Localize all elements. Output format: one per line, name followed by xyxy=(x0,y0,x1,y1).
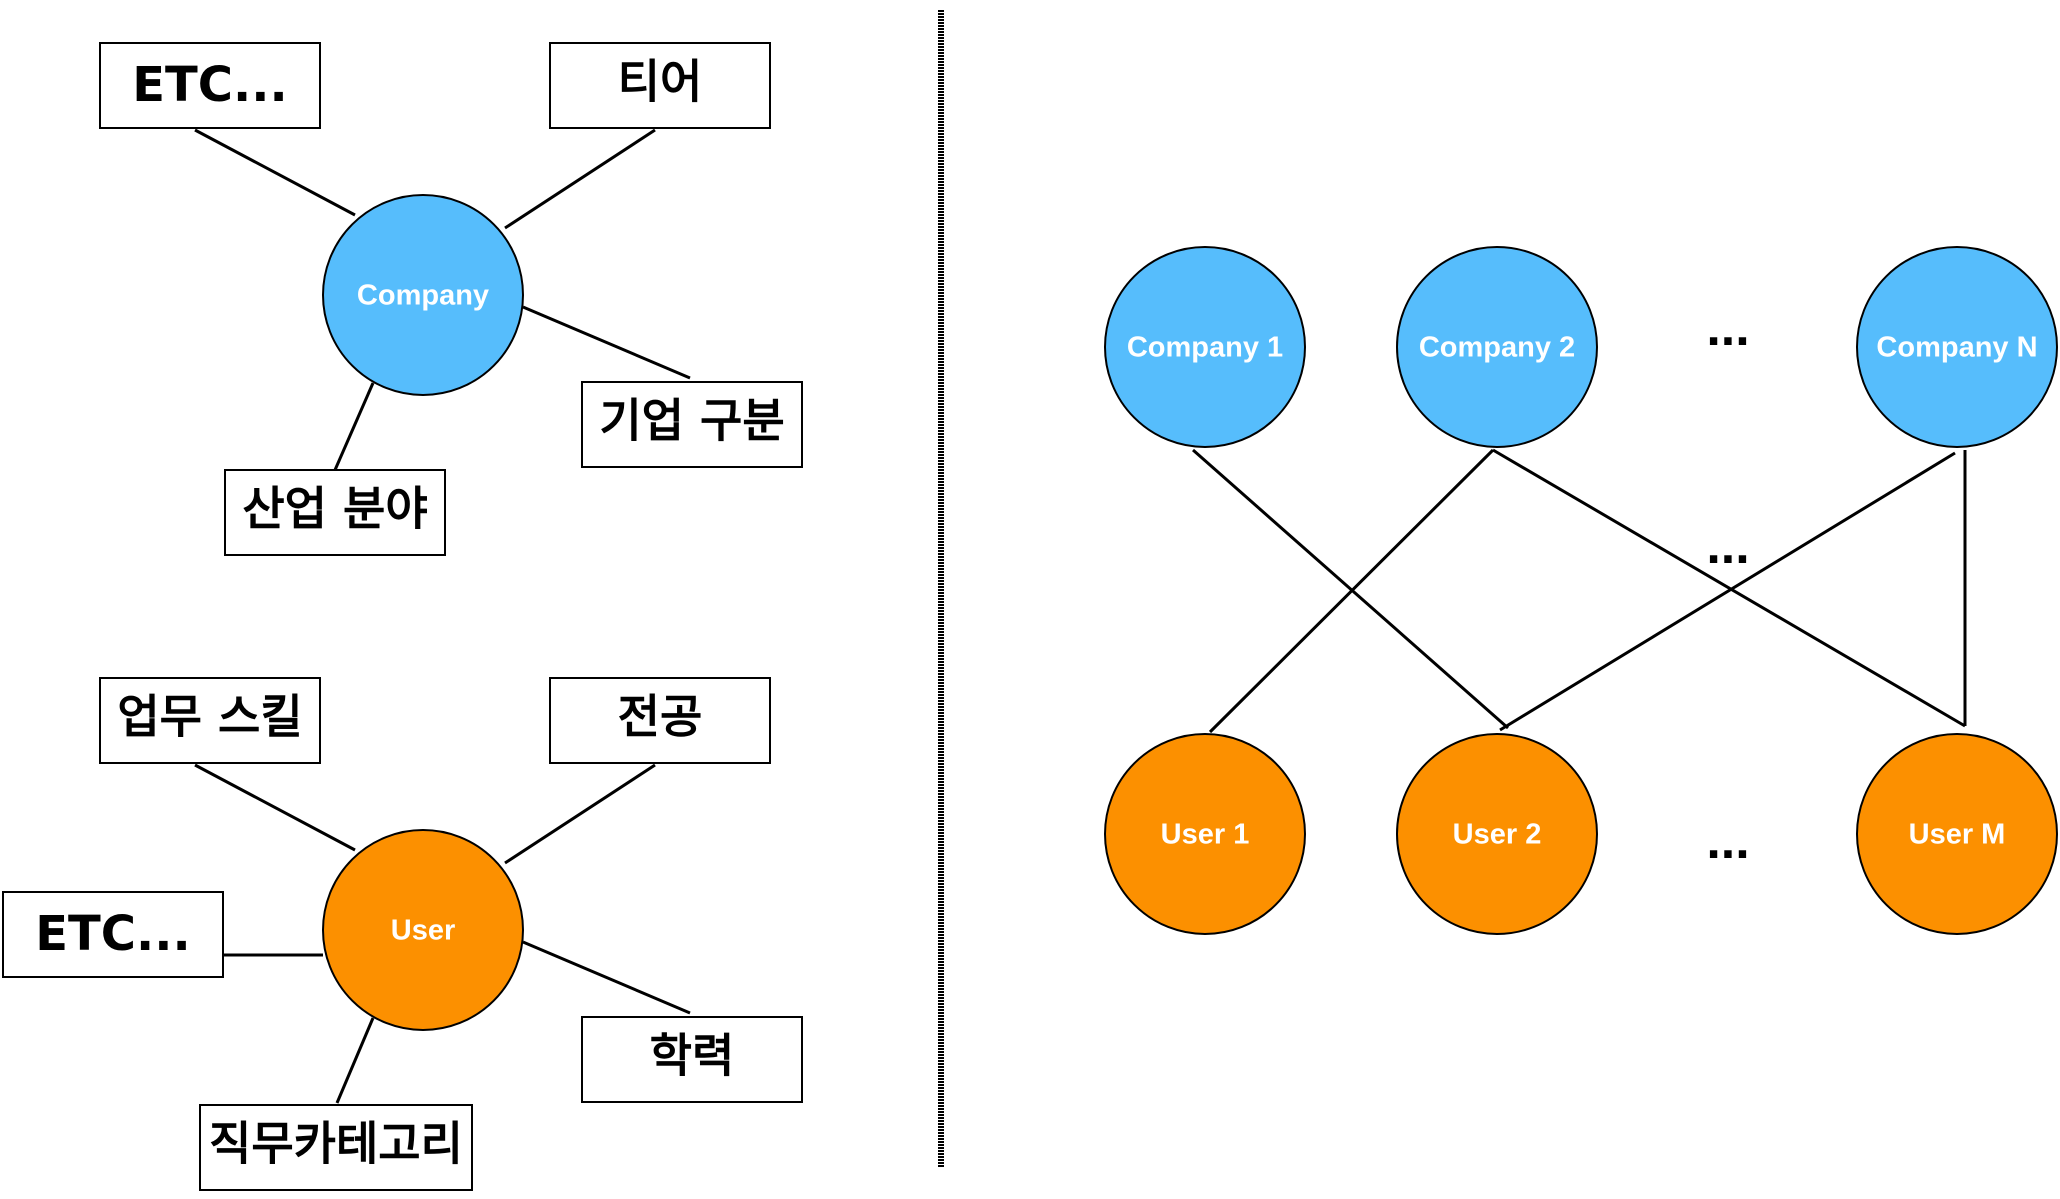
ellipsis-companies: ... xyxy=(1706,299,1749,357)
attribute-box-tier: 티어 xyxy=(549,42,771,129)
attribute-label: 기업 구분 xyxy=(599,394,784,448)
edge-companyN-user2 xyxy=(1499,451,1956,732)
attribute-box-job-category: 직무카테고리 xyxy=(199,1104,473,1191)
attribute-box-major: 전공 xyxy=(549,677,771,764)
edge-company-industry xyxy=(333,382,375,471)
attribute-label: 직무카테고리 xyxy=(209,1117,463,1171)
bipartite-graph: Company 1 Company 2 Company N User 1 Use… xyxy=(1104,246,2058,935)
user-entity-label: User xyxy=(391,915,456,947)
user-node-2: User 2 xyxy=(1396,733,1598,935)
company-node-label: Company 1 xyxy=(1127,332,1283,364)
edge-user-major xyxy=(504,763,656,865)
attribute-label: 학력 xyxy=(650,1029,735,1083)
attribute-box-work-skill: 업무 스킬 xyxy=(99,677,321,764)
company-node-2: Company 2 xyxy=(1396,246,1598,448)
edge-user-job-category xyxy=(335,1017,375,1104)
attribute-label: ETC... xyxy=(35,906,190,962)
company-node-label: Company N xyxy=(1876,332,2037,364)
attribute-label: 티어 xyxy=(618,55,703,109)
company-entity-node xyxy=(322,194,524,396)
user-node-label: User 2 xyxy=(1453,819,1542,851)
edge-company-type xyxy=(522,305,691,380)
attribute-label: 업무 스킬 xyxy=(117,690,302,744)
user-node-label: User 1 xyxy=(1161,819,1250,851)
edge-company-etc xyxy=(194,128,356,217)
company-node-n: Company N xyxy=(1856,246,2058,448)
attribute-box-industry: 산업 분야 xyxy=(224,469,446,556)
ellipsis-users: ... xyxy=(1706,812,1749,870)
attribute-box-education: 학력 xyxy=(581,1016,803,1103)
user-entity-node xyxy=(322,829,524,1031)
edge-user-education xyxy=(522,940,691,1015)
edge-company-tier xyxy=(504,128,656,230)
attribute-label: 산업 분야 xyxy=(242,482,427,536)
edge-user-skill xyxy=(194,763,356,852)
attribute-label: ETC... xyxy=(132,57,287,113)
attribute-box-etc: ETC... xyxy=(99,42,321,129)
company-attribute-group: ETC... 티어 기업 구분 산업 분야 Company xyxy=(99,42,803,556)
user-node-1: User 1 xyxy=(1104,733,1306,935)
edge-company2-user1 xyxy=(1208,448,1495,734)
attribute-box-company-type: 기업 구분 xyxy=(581,381,803,468)
user-attribute-group: 업무 스킬 전공 ETC... 학력 직무카테고리 User xyxy=(2,677,803,1191)
user-node-m: User M xyxy=(1856,733,2058,935)
edge-company1-user2 xyxy=(1192,448,1509,730)
company-entity-label: Company xyxy=(357,280,489,312)
attribute-box-etc: ETC... xyxy=(2,891,224,978)
edge-company2-userM xyxy=(1492,448,1966,728)
attribute-label: 전공 xyxy=(618,690,703,744)
company-node-1: Company 1 xyxy=(1104,246,1306,448)
user-node-label: User M xyxy=(1909,819,2006,851)
ellipsis-edges: ... xyxy=(1706,517,1749,575)
company-node-label: Company 2 xyxy=(1419,332,1575,364)
